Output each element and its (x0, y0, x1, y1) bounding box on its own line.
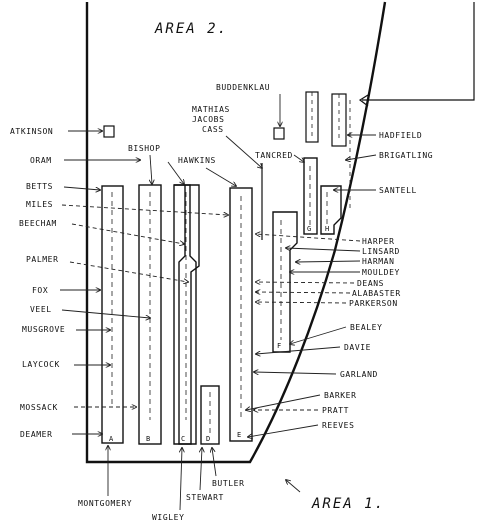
buddenklau-box (273, 127, 285, 140)
unit-c (174, 184, 197, 445)
label-palmer: PALMER (26, 255, 59, 264)
area-1-label: AREA 1. (311, 496, 385, 512)
label-atkinson: ATKINSON (10, 127, 53, 136)
label-oram: ORAM (30, 156, 52, 165)
label-bealey: BEALEY (350, 323, 383, 332)
label-bishop: BISHOP (128, 144, 161, 153)
label-miles: MILES (26, 200, 53, 209)
label-parkerson: PARKERSON (349, 299, 398, 308)
label-fox: FOX (32, 286, 48, 295)
arrow-linsard (286, 248, 361, 252)
label-tancred: TANCRED (255, 151, 293, 160)
atkinson-box (103, 125, 115, 138)
arrow-alabaster (256, 292, 351, 293)
unit-h (320, 185, 342, 235)
label-harman: HARMAN (362, 257, 395, 266)
arrow-harper (256, 234, 361, 242)
unit-d-letter: D (206, 435, 210, 443)
unit-g (303, 157, 318, 235)
unit-e (229, 187, 253, 442)
label-musgrove: MUSGROVE (22, 325, 65, 334)
arrow-bishop (150, 154, 152, 184)
arrow-davie (256, 346, 341, 354)
unit-h-letter: H (325, 225, 329, 233)
label-deamer: DEAMER (20, 430, 53, 439)
label-betts: BETTS (26, 182, 53, 191)
label-wigley: WIGLEY (152, 513, 185, 522)
area-2-label: AREA 2. (154, 21, 228, 37)
label-mathias: MATHIAS (192, 105, 230, 114)
arrow-brigatling (346, 154, 377, 160)
label-mouldey: MOULDEY (362, 268, 400, 277)
label-garland: GARLAND (340, 370, 378, 379)
label-butler: BUTLER (212, 479, 245, 488)
arrow-hawkins (205, 167, 236, 186)
label-pratt: PRATT (322, 406, 349, 415)
label-brigatling: BRIGATLING (379, 151, 433, 160)
unit-c-letter: C (181, 435, 185, 443)
unit-b-letter: B (146, 435, 150, 443)
entry-line (362, 2, 475, 101)
label-beecham: BEECHAM (19, 219, 57, 228)
label-buddenklau: BUDDENKLAU (216, 83, 270, 92)
label-cass: CASS (202, 125, 224, 134)
arrow-wigley (180, 448, 182, 511)
label-deans: DEANS (357, 279, 384, 288)
label-hawkins: HAWKINS (178, 156, 216, 165)
label-barker: BARKER (324, 391, 357, 400)
arrow-harman (296, 261, 361, 262)
unit-c-outline (173, 184, 200, 445)
arrow-butler (212, 448, 217, 477)
unit-g-letter: G (307, 225, 311, 233)
arrow-betts (63, 186, 100, 190)
label-mossack: MOSSACK (20, 403, 58, 412)
arrow-veel (61, 309, 150, 318)
arrow-bealey (290, 326, 347, 344)
label-reeves: REEVES (322, 421, 355, 430)
label-harper: HARPER (362, 237, 395, 246)
arrow-stewart (200, 448, 202, 491)
arrow-bishop-c (167, 161, 184, 184)
label-jacobs: JACOBS (192, 115, 225, 124)
label-davie: DAVIE (344, 343, 371, 352)
arrow-tancred (293, 154, 304, 162)
label-santell: SANTELL (379, 186, 417, 195)
arrow-beecham (71, 223, 184, 244)
label-linsard: LINSARD (362, 247, 400, 256)
area-1-arrow (286, 480, 301, 493)
unit-a (101, 185, 124, 444)
arrow-deans (256, 282, 355, 283)
arrow-parkerson (256, 302, 347, 303)
unit-d (200, 385, 220, 445)
entry-arrow (358, 94, 369, 107)
arrow-cass (225, 135, 262, 168)
arrow-reeves (248, 424, 319, 437)
label-stewart: STEWART (186, 493, 224, 502)
unit-e-letter: E (237, 431, 241, 439)
label-laycock: LAYCOCK (22, 360, 60, 369)
label-montgomery: MONTGOMERY (78, 499, 132, 508)
label-veel: VEEL (30, 305, 52, 314)
arrow-palmer (69, 261, 188, 282)
arrow-garland (254, 372, 337, 374)
unit-f-letter: F (277, 342, 281, 350)
label-hadfield: HADFIELD (379, 131, 422, 140)
unit-a-letter: A (109, 435, 114, 443)
label-alabaster: ALABASTER (352, 289, 401, 298)
